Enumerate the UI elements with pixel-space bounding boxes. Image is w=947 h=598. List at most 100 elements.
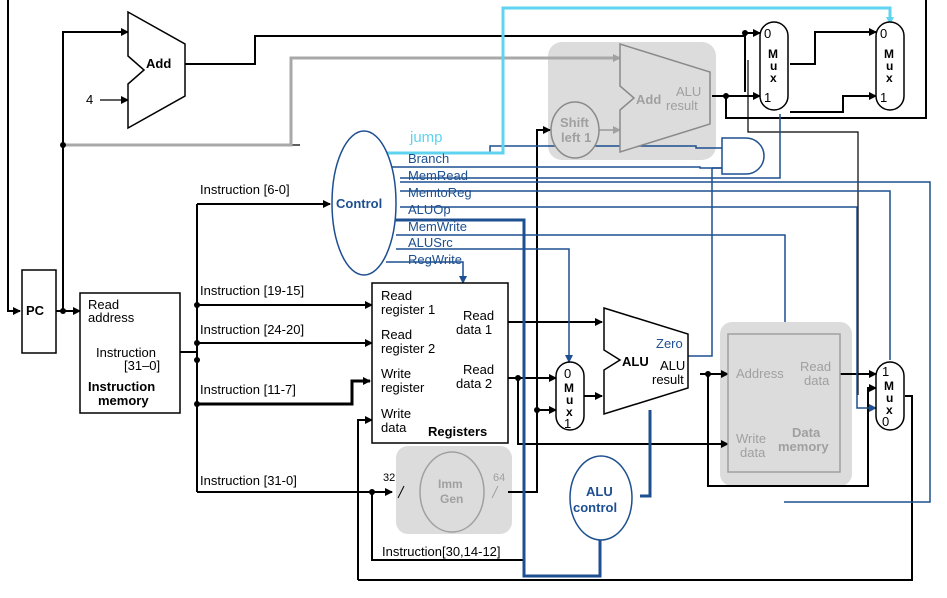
alu-result-alu: ALU bbox=[660, 358, 685, 373]
rf-data1: data 1 bbox=[456, 322, 492, 337]
dm-write: Write bbox=[736, 431, 766, 446]
rf-write-reg: Write bbox=[381, 366, 411, 381]
alusrc-mux-x: x bbox=[566, 405, 573, 419]
instr-24-20: Instruction [24-20] bbox=[200, 322, 304, 337]
rf-write-data: Write bbox=[381, 406, 411, 421]
rf-register: register bbox=[381, 380, 425, 395]
jump-mux-0: 0 bbox=[880, 26, 887, 41]
rf-read2: Read bbox=[381, 327, 412, 342]
rf-read-d1: Read bbox=[463, 308, 494, 323]
dm-address: Address bbox=[736, 366, 784, 381]
jump-mux bbox=[875, 21, 905, 111]
branch-adder-result: result bbox=[666, 98, 698, 113]
imm-gen-gen: Gen bbox=[440, 492, 463, 506]
ctl-branch: Branch bbox=[408, 151, 449, 166]
alusrc-mux-u: u bbox=[566, 393, 573, 407]
im-read: Read bbox=[88, 297, 119, 312]
im-bits: [31–0] bbox=[124, 358, 160, 373]
jump-mux-m: M bbox=[884, 47, 894, 61]
rf-register2: register 2 bbox=[381, 341, 435, 356]
junction-dots bbox=[60, 30, 748, 495]
ctl-memwrite: MemWrite bbox=[408, 219, 467, 234]
shift-label: Shift bbox=[560, 115, 590, 130]
dm-write-data: data bbox=[740, 445, 766, 460]
dm-title2: memory bbox=[778, 439, 829, 454]
jump-mux-1: 1 bbox=[880, 90, 887, 105]
alusrc-mux-m: M bbox=[564, 381, 574, 395]
alu-control bbox=[569, 455, 633, 541]
memtoreg-mux bbox=[875, 361, 905, 431]
alu-zero: Zero bbox=[656, 336, 683, 351]
jump-wire bbox=[386, 6, 894, 155]
instr-11-7: Instruction [11-7] bbox=[200, 382, 296, 397]
ctl-alusrc: ALUSrc bbox=[408, 235, 453, 250]
instr-6-0: Instruction [6-0] bbox=[200, 182, 290, 197]
branch-adder-add: Add bbox=[636, 92, 661, 107]
jump-label: jump bbox=[409, 129, 443, 146]
pcsrc-mux-u: u bbox=[770, 59, 777, 73]
dm-data: data bbox=[804, 373, 830, 388]
rf-read-d2: Read bbox=[463, 362, 494, 377]
rf-register1: register 1 bbox=[381, 302, 435, 317]
rf-data2: data 2 bbox=[456, 376, 492, 391]
ctl-memtoreg: MemtoReg bbox=[408, 185, 472, 200]
im-title1: Instruction bbox=[88, 379, 155, 394]
pcsrc-mux-m: M bbox=[768, 47, 778, 61]
alu-control-1: ALU bbox=[586, 484, 613, 499]
imm-in-slash bbox=[397, 485, 405, 499]
alusrc-mux-1: 1 bbox=[564, 416, 571, 431]
branch-adder-alu: ALU bbox=[676, 84, 701, 99]
imm-gen bbox=[419, 451, 485, 533]
alusrc-mux-0: 0 bbox=[564, 366, 571, 381]
shift-left-1 bbox=[550, 101, 600, 159]
pc-to-adder-wire bbox=[63, 54, 621, 147]
pcsrc-mux bbox=[759, 21, 789, 111]
im-address: address bbox=[88, 310, 135, 325]
memtoreg-mux-0: 0 bbox=[882, 414, 889, 429]
memtoreg-mux-x: x bbox=[886, 403, 893, 417]
alu-label: ALU bbox=[622, 354, 649, 369]
ctl-memread: MemRead bbox=[408, 168, 468, 183]
rf-read1: Read bbox=[381, 288, 412, 303]
branch-and-gate bbox=[721, 137, 765, 175]
main-alu bbox=[603, 306, 689, 416]
branch-adder bbox=[619, 42, 711, 154]
instr-19-15: Instruction [19-15] bbox=[200, 283, 304, 298]
alusrc-mux bbox=[555, 361, 585, 431]
imm-out-width: 64 bbox=[493, 472, 505, 484]
control-wires bbox=[386, 114, 931, 578]
imm-out-slash bbox=[491, 485, 499, 499]
dm-title1: Data bbox=[792, 425, 821, 440]
instruction-memory bbox=[79, 292, 181, 414]
pc-adder bbox=[127, 10, 186, 130]
memtoreg-mux-u: u bbox=[886, 391, 893, 405]
im-title2: memory bbox=[98, 393, 149, 408]
imm-in-width: 32 bbox=[383, 472, 395, 484]
data-memory bbox=[727, 333, 841, 473]
pcsrc-mux-0: 0 bbox=[764, 26, 771, 41]
pcsrc-mux-1: 1 bbox=[764, 90, 771, 105]
jump-mux-x: x bbox=[886, 71, 893, 85]
control-label: Control bbox=[336, 196, 382, 211]
program-counter bbox=[21, 269, 57, 354]
dm-read: Read bbox=[800, 359, 831, 374]
jump-mux-u: u bbox=[886, 59, 893, 73]
alu-result: result bbox=[652, 372, 684, 387]
datapath-wires bbox=[7, 0, 927, 581]
const-four: 4 bbox=[86, 92, 93, 107]
memtoreg-mux-m: M bbox=[884, 379, 894, 393]
rf-title: Registers bbox=[428, 424, 487, 439]
ctl-regwrite: RegWrite bbox=[408, 252, 462, 267]
instr-30-14-12: Instruction[30,14-12] bbox=[382, 544, 501, 559]
imm-gen-imm: Imm bbox=[438, 477, 463, 491]
im-instruction: Instruction bbox=[96, 345, 156, 360]
rf-data: data bbox=[381, 420, 407, 435]
shift-left-label: left 1 bbox=[561, 130, 591, 145]
pc-label: PC bbox=[26, 303, 45, 318]
instr-31-0: Instruction [31-0] bbox=[200, 473, 297, 488]
register-file bbox=[371, 282, 509, 444]
pc-adder-label: Add bbox=[146, 56, 171, 71]
alu-control-2: control bbox=[573, 500, 617, 515]
ctl-aluop: ALUOp bbox=[408, 202, 451, 217]
